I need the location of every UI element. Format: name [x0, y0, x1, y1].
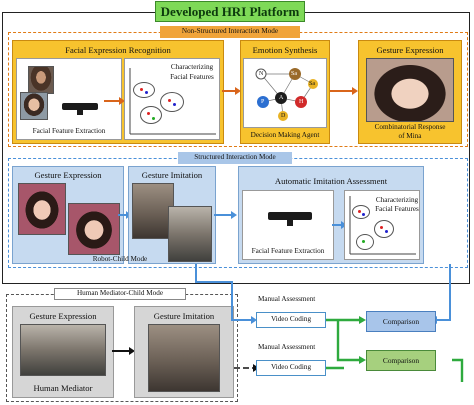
- fer-point: [145, 91, 148, 94]
- manual-assessment-label-1: Manual Assessment: [258, 295, 316, 303]
- auto-point: [358, 210, 361, 213]
- auto-point: [362, 213, 365, 216]
- fer-feature-extraction: Facial Feature Extraction: [32, 127, 106, 135]
- fer-point: [168, 99, 171, 102]
- structured-title: Structured Interaction Mode: [194, 153, 276, 161]
- face-photo-2: [20, 92, 48, 120]
- fer-chart-axes: [129, 68, 216, 135]
- node-n: [255, 68, 267, 80]
- arrow-imitation-to-assessment: [214, 211, 237, 219]
- non-structured-title: Non-Structured Interaction Mode: [181, 27, 279, 35]
- auto-feature-extraction: Facial Feature Extraction: [251, 247, 325, 255]
- mediator-title-box: [54, 288, 186, 300]
- fer-cluster-1: [133, 82, 155, 98]
- emotion-agent: Decision Making Agent: [250, 131, 320, 139]
- child-photo-2: [168, 206, 212, 262]
- emotion-graph: [255, 68, 318, 121]
- auto-cluster-3: [356, 234, 374, 250]
- fer-point: [140, 88, 143, 91]
- structured-title-box: [178, 152, 292, 164]
- node-label-d: D: [281, 113, 286, 119]
- auto-point: [385, 230, 388, 233]
- video-coding-box-2: Video Coding: [256, 360, 326, 376]
- fer-point: [173, 103, 176, 106]
- face-photo-1: [28, 66, 54, 94]
- fer-characterizing-2: Facial Features: [170, 73, 214, 81]
- structured-gesture-expression-title: Gesture Expression: [34, 170, 102, 180]
- arrow-emotion-to-gesture: [330, 87, 358, 95]
- node-h: [295, 96, 307, 108]
- node-p: [257, 96, 269, 108]
- node-label-sa: Sa: [291, 71, 297, 77]
- mina-caption-1: Combinatorial Response: [374, 123, 446, 131]
- mina-caption-2: of Mina: [398, 132, 422, 140]
- node-a: [275, 92, 287, 104]
- kinect-sensor-icon: [62, 103, 98, 110]
- auto-chart-axes: [349, 196, 416, 255]
- child-photo-1: [132, 183, 174, 239]
- node-sa-2: [308, 79, 318, 89]
- fer-inner-arrow: [104, 97, 125, 105]
- fer-point: [152, 117, 155, 120]
- auto-point: [362, 240, 365, 243]
- auto-assessment-title: Automatic Imitation Assessment: [274, 176, 388, 186]
- auto-characterizing-2: Facial Features: [375, 205, 419, 213]
- manual-assessment-label-2: Manual Assessment: [258, 343, 316, 351]
- node-label-h: H: [299, 99, 304, 105]
- arrow-mediator-to-imitation: [112, 347, 135, 355]
- node-label-n: N: [259, 71, 264, 77]
- non-structured-title-box: [160, 26, 300, 38]
- node-label-a: A: [279, 95, 284, 101]
- auto-kinect-stand: [287, 220, 293, 226]
- auto-cluster-1: [352, 205, 370, 219]
- fer-cluster-2: [160, 92, 184, 112]
- platform-title-box: [155, 1, 305, 22]
- doll-photo-2: [68, 203, 120, 255]
- auto-characterizing-1: Characterizing: [375, 196, 419, 204]
- node-sa-1: [289, 68, 301, 80]
- gesture-expression-title: Gesture Expression: [376, 45, 444, 55]
- mediator-imitation-title: Gesture Imitation: [153, 311, 215, 321]
- emotion-title: Emotion Synthesis: [252, 45, 318, 55]
- fer-title: Facial Expression Recognition: [65, 45, 171, 55]
- structured-gesture-imitation-title: Gesture Imitation: [141, 170, 203, 180]
- kinect-stand: [77, 110, 83, 115]
- mediator-title: Human Mediator-Child Mode: [76, 289, 164, 297]
- fer-point: [147, 112, 150, 115]
- auto-cluster-2: [374, 220, 394, 238]
- robot-child-mode: Robot-Child Mode: [92, 255, 148, 263]
- mina-robot-photo: [366, 58, 454, 122]
- human-mediator-label: Human Mediator: [33, 383, 93, 393]
- doll-photo-1: [18, 183, 66, 235]
- auto-point: [380, 226, 383, 229]
- video-coding-box-1: Video Coding: [256, 312, 326, 328]
- node-d: [278, 111, 288, 121]
- arrow-fer-to-emotion: [222, 87, 241, 95]
- comparison-box-2: Comparison: [366, 350, 436, 371]
- mediator-photo: [20, 324, 106, 376]
- comparison-box-1: Comparison: [366, 311, 436, 332]
- node-label-sa-2: Sa: [309, 81, 315, 87]
- platform-title: Developed HRI Platform: [160, 4, 300, 19]
- auto-kinect-icon: [268, 212, 312, 220]
- fer-characterizing-1: Characterizing: [170, 63, 214, 71]
- mediator-expression-title: Gesture Expression: [29, 311, 97, 321]
- mediator-child-photo: [148, 324, 220, 392]
- fer-cluster-3: [140, 106, 162, 124]
- node-label-p: P: [261, 99, 265, 105]
